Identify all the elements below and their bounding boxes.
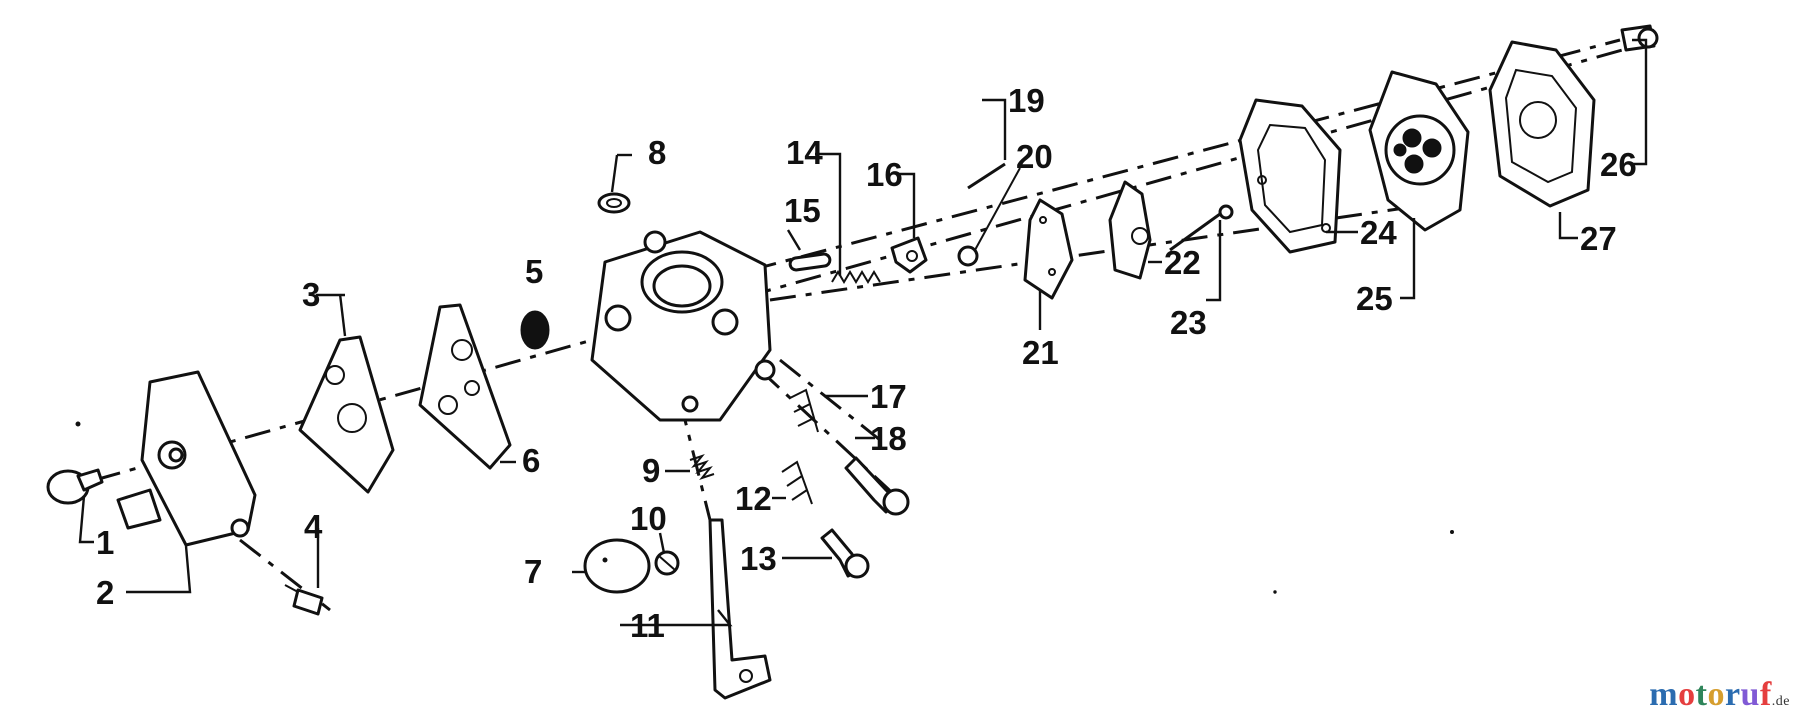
part-plate-22 <box>1108 180 1152 280</box>
callout-20: 20 <box>1016 138 1053 175</box>
callout-15: 15 <box>784 192 821 229</box>
callout-6: 6 <box>522 442 540 479</box>
part-carburetor-body <box>590 230 776 422</box>
callout-21: 21 <box>1022 334 1059 371</box>
part-spring-9 <box>689 453 715 481</box>
callout-2: 2 <box>96 574 114 611</box>
part-gasket-24 <box>1238 98 1342 254</box>
callout-16: 16 <box>866 156 903 193</box>
watermark-letter: t <box>1695 676 1708 713</box>
callout-22: 22 <box>1164 244 1201 281</box>
callout-19: 19 <box>1008 82 1045 119</box>
speck <box>75 421 81 427</box>
callout-24: 24 <box>1360 214 1397 251</box>
part-screw-26 <box>1620 24 1659 52</box>
part-plate-21 <box>1023 198 1074 300</box>
part-diaphragm-6 <box>418 303 512 470</box>
part-cover-27 <box>1488 40 1596 208</box>
part-spring-12 <box>781 460 813 505</box>
part-valve-7 <box>583 538 651 594</box>
watermark-letter: o <box>1707 676 1725 713</box>
callout-5: 5 <box>525 253 543 290</box>
callout-8: 8 <box>648 134 666 171</box>
callout-18: 18 <box>870 420 907 457</box>
watermark-tld: .de <box>1771 694 1790 709</box>
watermark-letter: r <box>1724 676 1741 713</box>
part-lever-11 <box>708 518 772 700</box>
speck <box>1273 590 1277 594</box>
callout-27: 27 <box>1580 220 1617 257</box>
watermark-letter: o <box>1678 676 1696 713</box>
part-lever-16 <box>890 236 928 274</box>
callout-1: 1 <box>96 524 114 561</box>
part-pin-19 <box>967 162 1006 190</box>
part-pin-15 <box>788 252 832 272</box>
leader-lines <box>78 38 1648 627</box>
callout-23: 23 <box>1170 304 1207 341</box>
part-plug-5 <box>520 310 550 350</box>
part-screw-1 <box>46 468 104 505</box>
speck <box>1450 530 1454 534</box>
watermark-letter: f <box>1759 676 1772 713</box>
part-screw-13 <box>820 528 870 579</box>
callout-12: 12 <box>735 480 772 517</box>
part-screw-23 <box>1169 204 1234 252</box>
part-screw-4 <box>284 584 324 616</box>
part-gasket-3 <box>298 335 395 494</box>
part-diaphragm-25 <box>1368 70 1470 232</box>
callout-9: 9 <box>642 452 660 489</box>
callout-17: 17 <box>870 378 907 415</box>
callout-11: 11 <box>630 607 665 644</box>
callout-labels: 1 2 3 4 5 6 7 8 9 10 11 12 13 14 15 16 1… <box>96 82 1637 644</box>
callout-4: 4 <box>304 508 323 545</box>
callout-13: 13 <box>740 540 777 577</box>
callout-26: 26 <box>1600 146 1637 183</box>
watermark-letter: u <box>1740 676 1760 713</box>
part-screw-18 <box>844 456 910 516</box>
part-screw-20 <box>957 167 1021 267</box>
callout-10: 10 <box>630 500 667 537</box>
part-ring-8 <box>597 192 631 214</box>
callout-14: 14 <box>786 134 823 171</box>
callout-25: 25 <box>1356 280 1393 317</box>
part-spring-17 <box>789 388 819 433</box>
callout-3: 3 <box>302 276 320 313</box>
part-screw-10 <box>654 550 680 576</box>
watermark-logo: motoruf.de <box>1649 676 1790 714</box>
part-cover-2 <box>116 370 257 547</box>
callout-7: 7 <box>524 553 542 590</box>
watermark-letter: m <box>1649 676 1679 713</box>
